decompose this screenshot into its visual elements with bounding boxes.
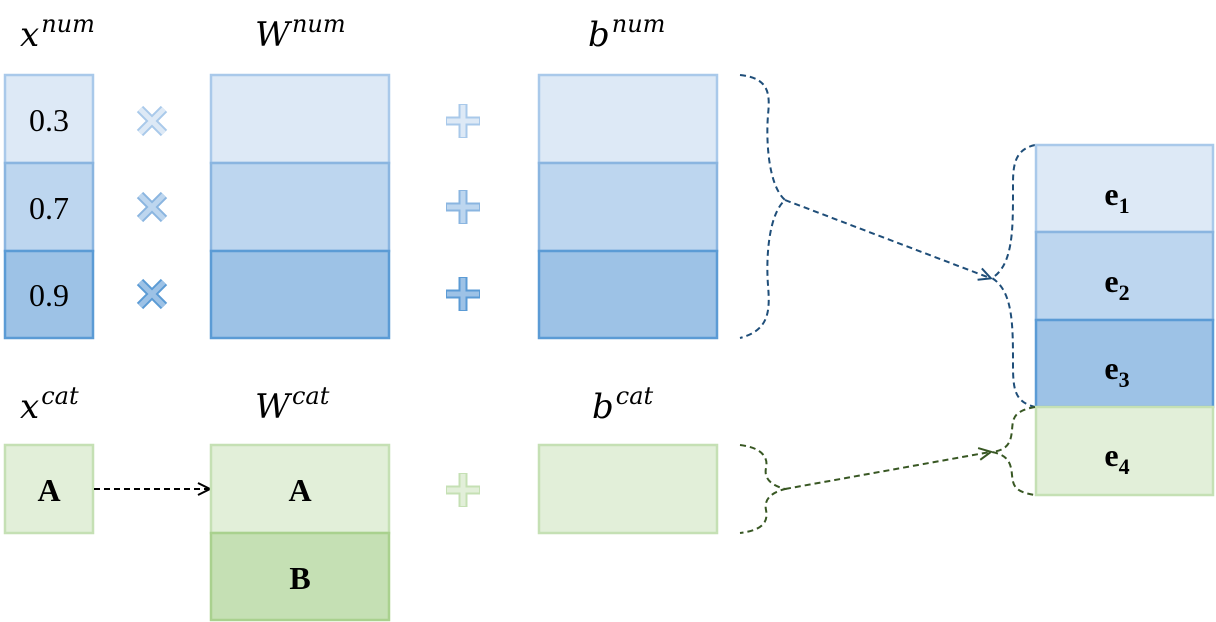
w-cat-row-2 — [209, 531, 391, 622]
categorical-brace — [739, 444, 789, 534]
w-cat-matrix: A B — [209, 443, 391, 622]
embedding-cell-4 — [1034, 405, 1215, 497]
x-num-cell-1 — [3, 73, 95, 165]
embedding-label-4: e4 — [1104, 437, 1129, 479]
plus-icon — [446, 473, 480, 507]
w-cat-row-label-2: B — [289, 560, 310, 596]
multiply-icon — [136, 191, 168, 223]
x-num-value-1: 0.3 — [29, 102, 69, 138]
w-cat-row-1 — [209, 443, 391, 535]
embedding-vector: e1 e2 e3 e4 — [1034, 143, 1215, 497]
label-b-cat: bcat — [592, 382, 654, 427]
b-num-row-1 — [537, 73, 719, 165]
w-cat-row-label-1: A — [288, 472, 311, 508]
label-x-num: xnum — [20, 10, 95, 55]
x-cat-cell — [3, 443, 95, 535]
label-b-num: bnum — [588, 10, 665, 55]
x-num-value-3: 0.9 — [29, 277, 69, 313]
x-cat-value: A — [37, 472, 60, 508]
x-num-value-2: 0.7 — [29, 190, 69, 226]
multiply-icon — [136, 105, 168, 137]
label-x-cat: xcat — [20, 382, 79, 427]
w-num-matrix — [209, 73, 391, 340]
b-num-vector — [537, 73, 719, 340]
label-w-cat: Wcat — [255, 382, 330, 427]
embedding-numeric-brace — [990, 144, 1036, 408]
embedding-label-1: e1 — [1104, 176, 1129, 218]
numerical-brace — [739, 74, 787, 339]
b-num-row-3 — [537, 249, 719, 340]
embedding-label-3: e3 — [1104, 350, 1129, 392]
x-num-cell-3 — [3, 249, 95, 340]
x-num-vector: 0.3 0.7 0.9 — [3, 73, 95, 340]
plus-icon — [446, 190, 480, 224]
embedding-cell-3 — [1034, 318, 1215, 409]
w-num-row-1 — [209, 73, 391, 165]
embedding-label-2: e2 — [1104, 263, 1129, 305]
b-num-row-2 — [537, 161, 719, 253]
plus-icon — [446, 104, 480, 138]
b-cat-vector — [537, 443, 719, 535]
x-num-cell-2 — [3, 161, 95, 253]
plus-icon — [446, 277, 480, 311]
w-num-row-2 — [209, 161, 391, 253]
label-w-num: Wnum — [255, 10, 346, 55]
categorical-arrow — [784, 452, 990, 490]
w-num-row-3 — [209, 249, 391, 340]
embedding-categorical-brace — [991, 406, 1036, 496]
embedding-cell-2 — [1034, 230, 1215, 322]
numerical-arrow — [784, 199, 990, 278]
embedding-cell-1 — [1034, 143, 1215, 234]
multiply-icon — [136, 278, 168, 310]
